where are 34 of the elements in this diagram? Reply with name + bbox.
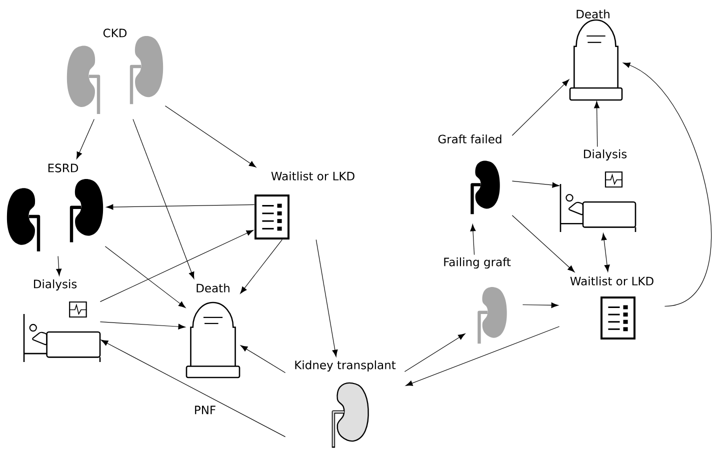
arrow <box>100 322 186 330</box>
node-label: Death <box>576 10 610 18</box>
arrow <box>512 215 575 272</box>
node-label: ESRD <box>48 164 78 172</box>
node-label: Dialysis <box>584 149 627 161</box>
node-label: Waitlist or LKD <box>271 172 354 180</box>
edge-label: PNF <box>192 404 218 416</box>
arrow <box>240 239 282 294</box>
node-label: Graft failed <box>438 134 502 144</box>
arrow <box>316 239 338 357</box>
arrow <box>106 204 255 210</box>
node-label: Dialysis <box>34 279 77 291</box>
node-label: Failing graft <box>444 257 511 269</box>
arrow <box>56 256 62 276</box>
arrow <box>512 79 570 136</box>
arrow <box>404 334 466 372</box>
node-label: CKD <box>103 28 127 38</box>
arrow <box>594 101 600 148</box>
node-label: Kidney transplant <box>295 360 396 372</box>
arrow <box>104 246 186 308</box>
arrow <box>76 118 94 159</box>
arrow <box>240 345 286 373</box>
arrow <box>406 326 560 386</box>
arrow <box>100 230 254 302</box>
arrow <box>101 340 286 438</box>
arrow <box>132 118 194 279</box>
node-label: Waitlist or LKD <box>570 276 654 286</box>
arrow <box>470 224 476 256</box>
arrow <box>164 106 256 168</box>
arrow <box>522 302 558 308</box>
arrow <box>623 62 712 307</box>
arrow <box>512 180 560 188</box>
arrow <box>601 233 610 272</box>
node-label: Death <box>196 284 230 292</box>
